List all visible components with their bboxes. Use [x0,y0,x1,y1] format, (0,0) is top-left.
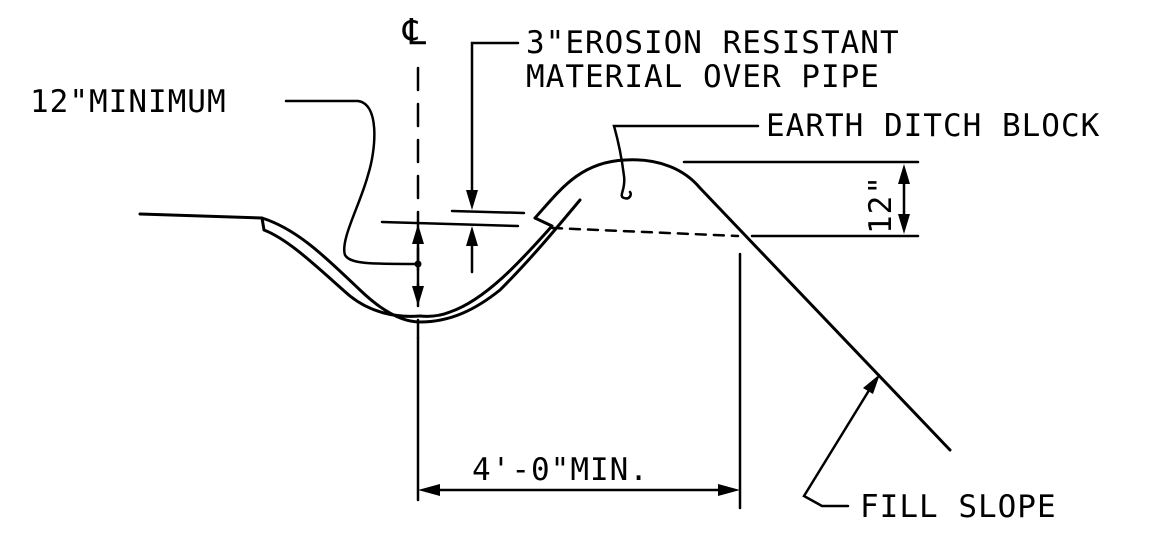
height-12-label: 12" [863,175,899,234]
cover-dimension-top-line [380,220,520,228]
erosion-label-line1: 3"EROSION RESISTANT [526,25,900,61]
cover-arrow-down [412,286,424,306]
ground-left-line [138,198,582,324]
fill-slope-arrow [863,374,880,394]
width-arrow-right [718,484,740,496]
ditch-block-leader-group: EARTH DITCH BLOCK [612,108,1100,200]
height-arrow-up [898,164,910,184]
fill-slope-leader-line [802,390,870,508]
height-arrow-down [898,214,910,234]
erosion-arrow-down [466,190,478,210]
height-dimension-group: 12" [550,160,920,238]
pipe-upper-line [260,216,422,318]
erosion-leader-line [470,41,520,198]
erosion-label-line2: MATERIAL OVER PIPE [526,59,880,95]
pipe-edge-line [418,216,554,318]
cover-dimension-group [380,220,520,306]
ditch-block-mound [533,158,952,452]
minimum-12-label: 12"MINIMUM [30,84,227,120]
centerline-symbol: ℄ [402,12,427,53]
original-ground-dashed-line [550,226,740,238]
minimum-leader-group: 12"MINIMUM [30,84,420,266]
ditch-block-label: EARTH DITCH BLOCK [766,108,1100,144]
erosion-dimension-group: 3"EROSION RESISTANT MATERIAL OVER PIPE [450,25,900,274]
width-min-label: 4'-0"MIN. [472,452,649,488]
fill-slope-leader-group: FILL SLOPE [802,374,1057,525]
centerline-group: ℄ [402,12,427,502]
fill-slope-label: FILL SLOPE [860,489,1057,525]
width-dimension-group: 4'-0"MIN. [418,252,742,510]
width-arrow-left [418,484,440,496]
ditch-profile [138,158,952,452]
minimum-leader-line [284,99,420,266]
erosion-top-line [450,209,526,215]
ditch-block-leader-line [612,124,760,200]
cover-arrow-up [412,224,424,244]
erosion-arrow-up [466,226,478,246]
